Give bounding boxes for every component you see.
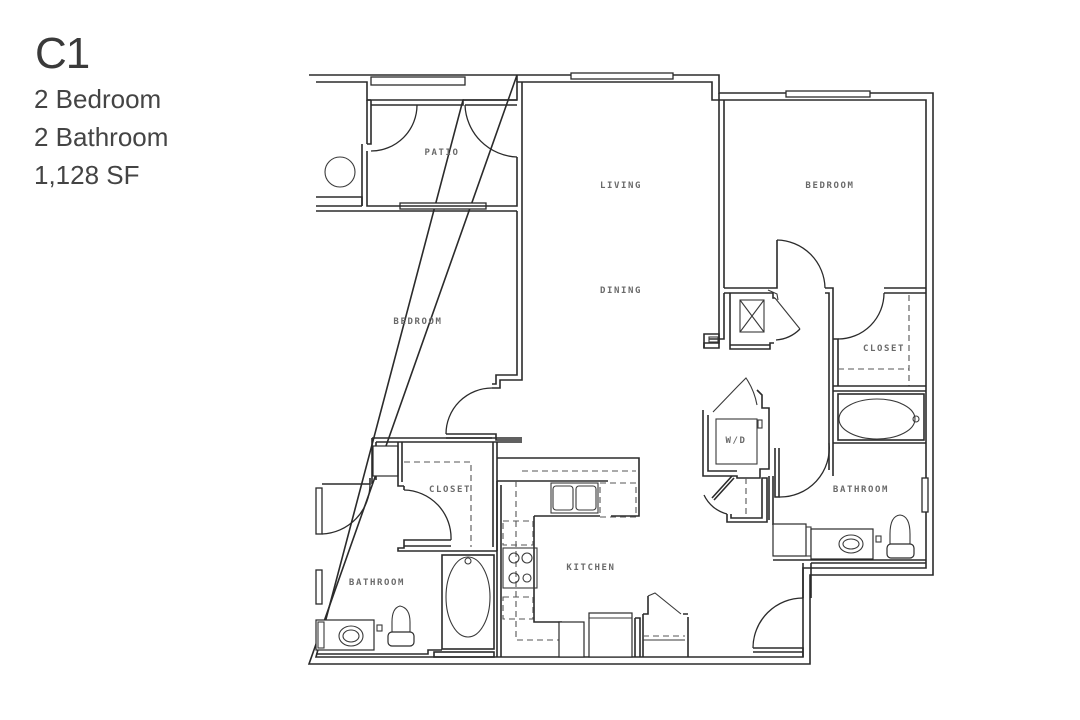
room-label-closet-left: CLOSET	[428, 485, 472, 495]
room-label-living: LIVING	[599, 181, 643, 191]
bedroom-right-walls	[703, 93, 834, 476]
room-label-patio: PATIO	[424, 148, 460, 158]
patio-area	[316, 82, 523, 212]
kitchen-counters	[496, 457, 689, 658]
left-bathtub	[433, 554, 495, 658]
left-vanity	[315, 605, 442, 655]
room-label-washer-dryer: W/D	[725, 436, 747, 446]
left-bath-closet-walls	[321, 437, 522, 552]
right-closet	[833, 287, 926, 392]
room-label-bedroom-right: BEDROOM	[805, 181, 855, 191]
room-label-dining: DINING	[599, 286, 643, 296]
right-bathtub	[833, 393, 926, 444]
right-bath-fixtures	[772, 442, 926, 598]
room-label-kitchen: KITCHEN	[566, 563, 616, 573]
bedroom-count: 2 Bedroom	[34, 84, 162, 114]
unit-info: C1 2 Bedroom 2 Bathroom 1,128 SF	[34, 28, 168, 194]
unit-name: C1	[35, 29, 90, 78]
room-label-bathroom-right: BATHROOM	[832, 485, 890, 495]
room-label-closet-right: CLOSET	[862, 344, 906, 354]
entry-door	[752, 597, 804, 657]
room-label-bedroom-left: BEDROOM	[393, 317, 443, 327]
laundry-area	[702, 377, 774, 525]
bathroom-count: 2 Bathroom	[34, 122, 169, 152]
square-footage: 1,128 SF	[34, 160, 140, 190]
room-label-bathroom-left: BATHROOM	[348, 578, 406, 588]
